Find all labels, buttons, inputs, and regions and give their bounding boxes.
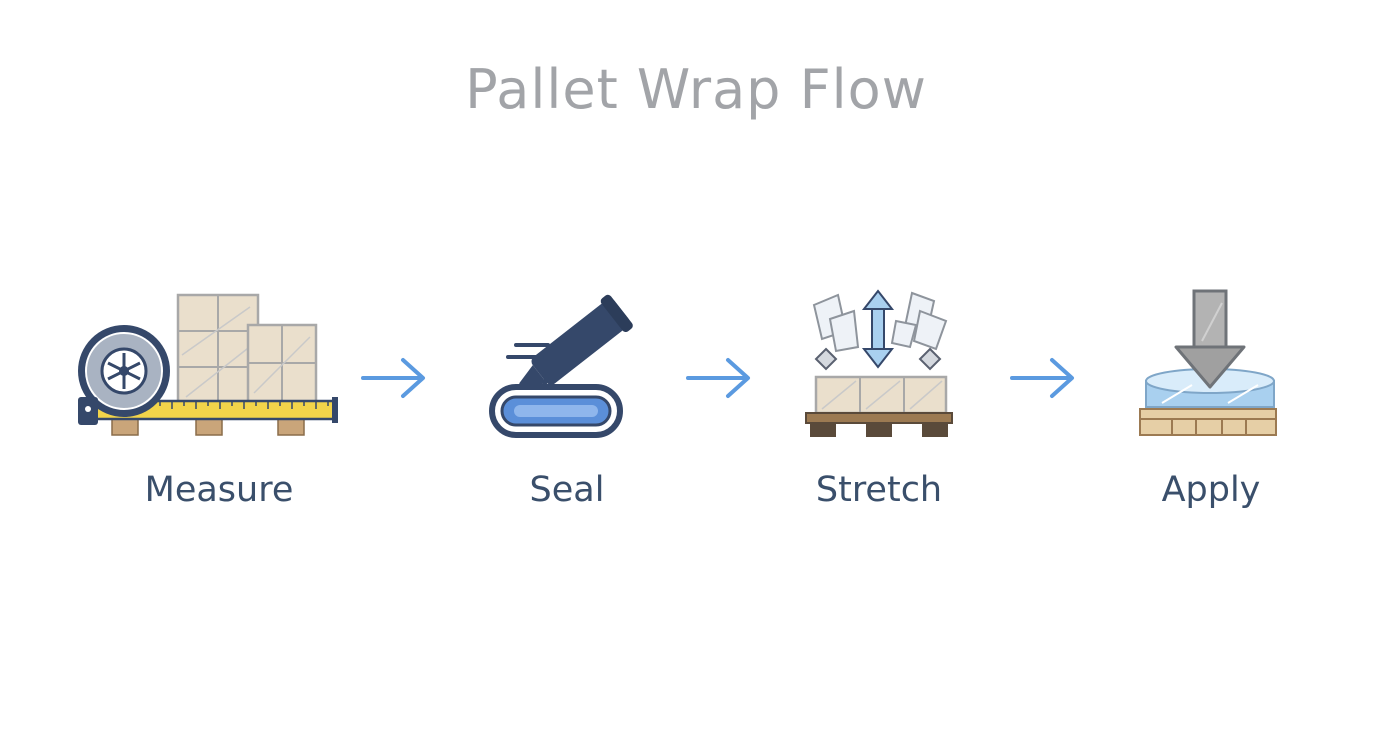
flow-arrow-icon (361, 358, 425, 398)
flow-arrow-icon (686, 358, 750, 398)
flow-arrow-icon (1010, 358, 1074, 398)
step-label-stretch: Stretch (815, 470, 943, 510)
step-label-measure: Measure (144, 470, 294, 510)
stretch-film-pallet-icon (805, 289, 953, 437)
step-label-seal: Seal (529, 470, 605, 510)
sealing-tool-icon (489, 294, 633, 438)
step-label-apply: Apply (1161, 470, 1261, 510)
press-down-pallet-icon (1139, 289, 1277, 436)
tape-measure-pallet-icon (78, 293, 338, 436)
diagram-title: Pallet Wrap Flow (465, 58, 927, 121)
